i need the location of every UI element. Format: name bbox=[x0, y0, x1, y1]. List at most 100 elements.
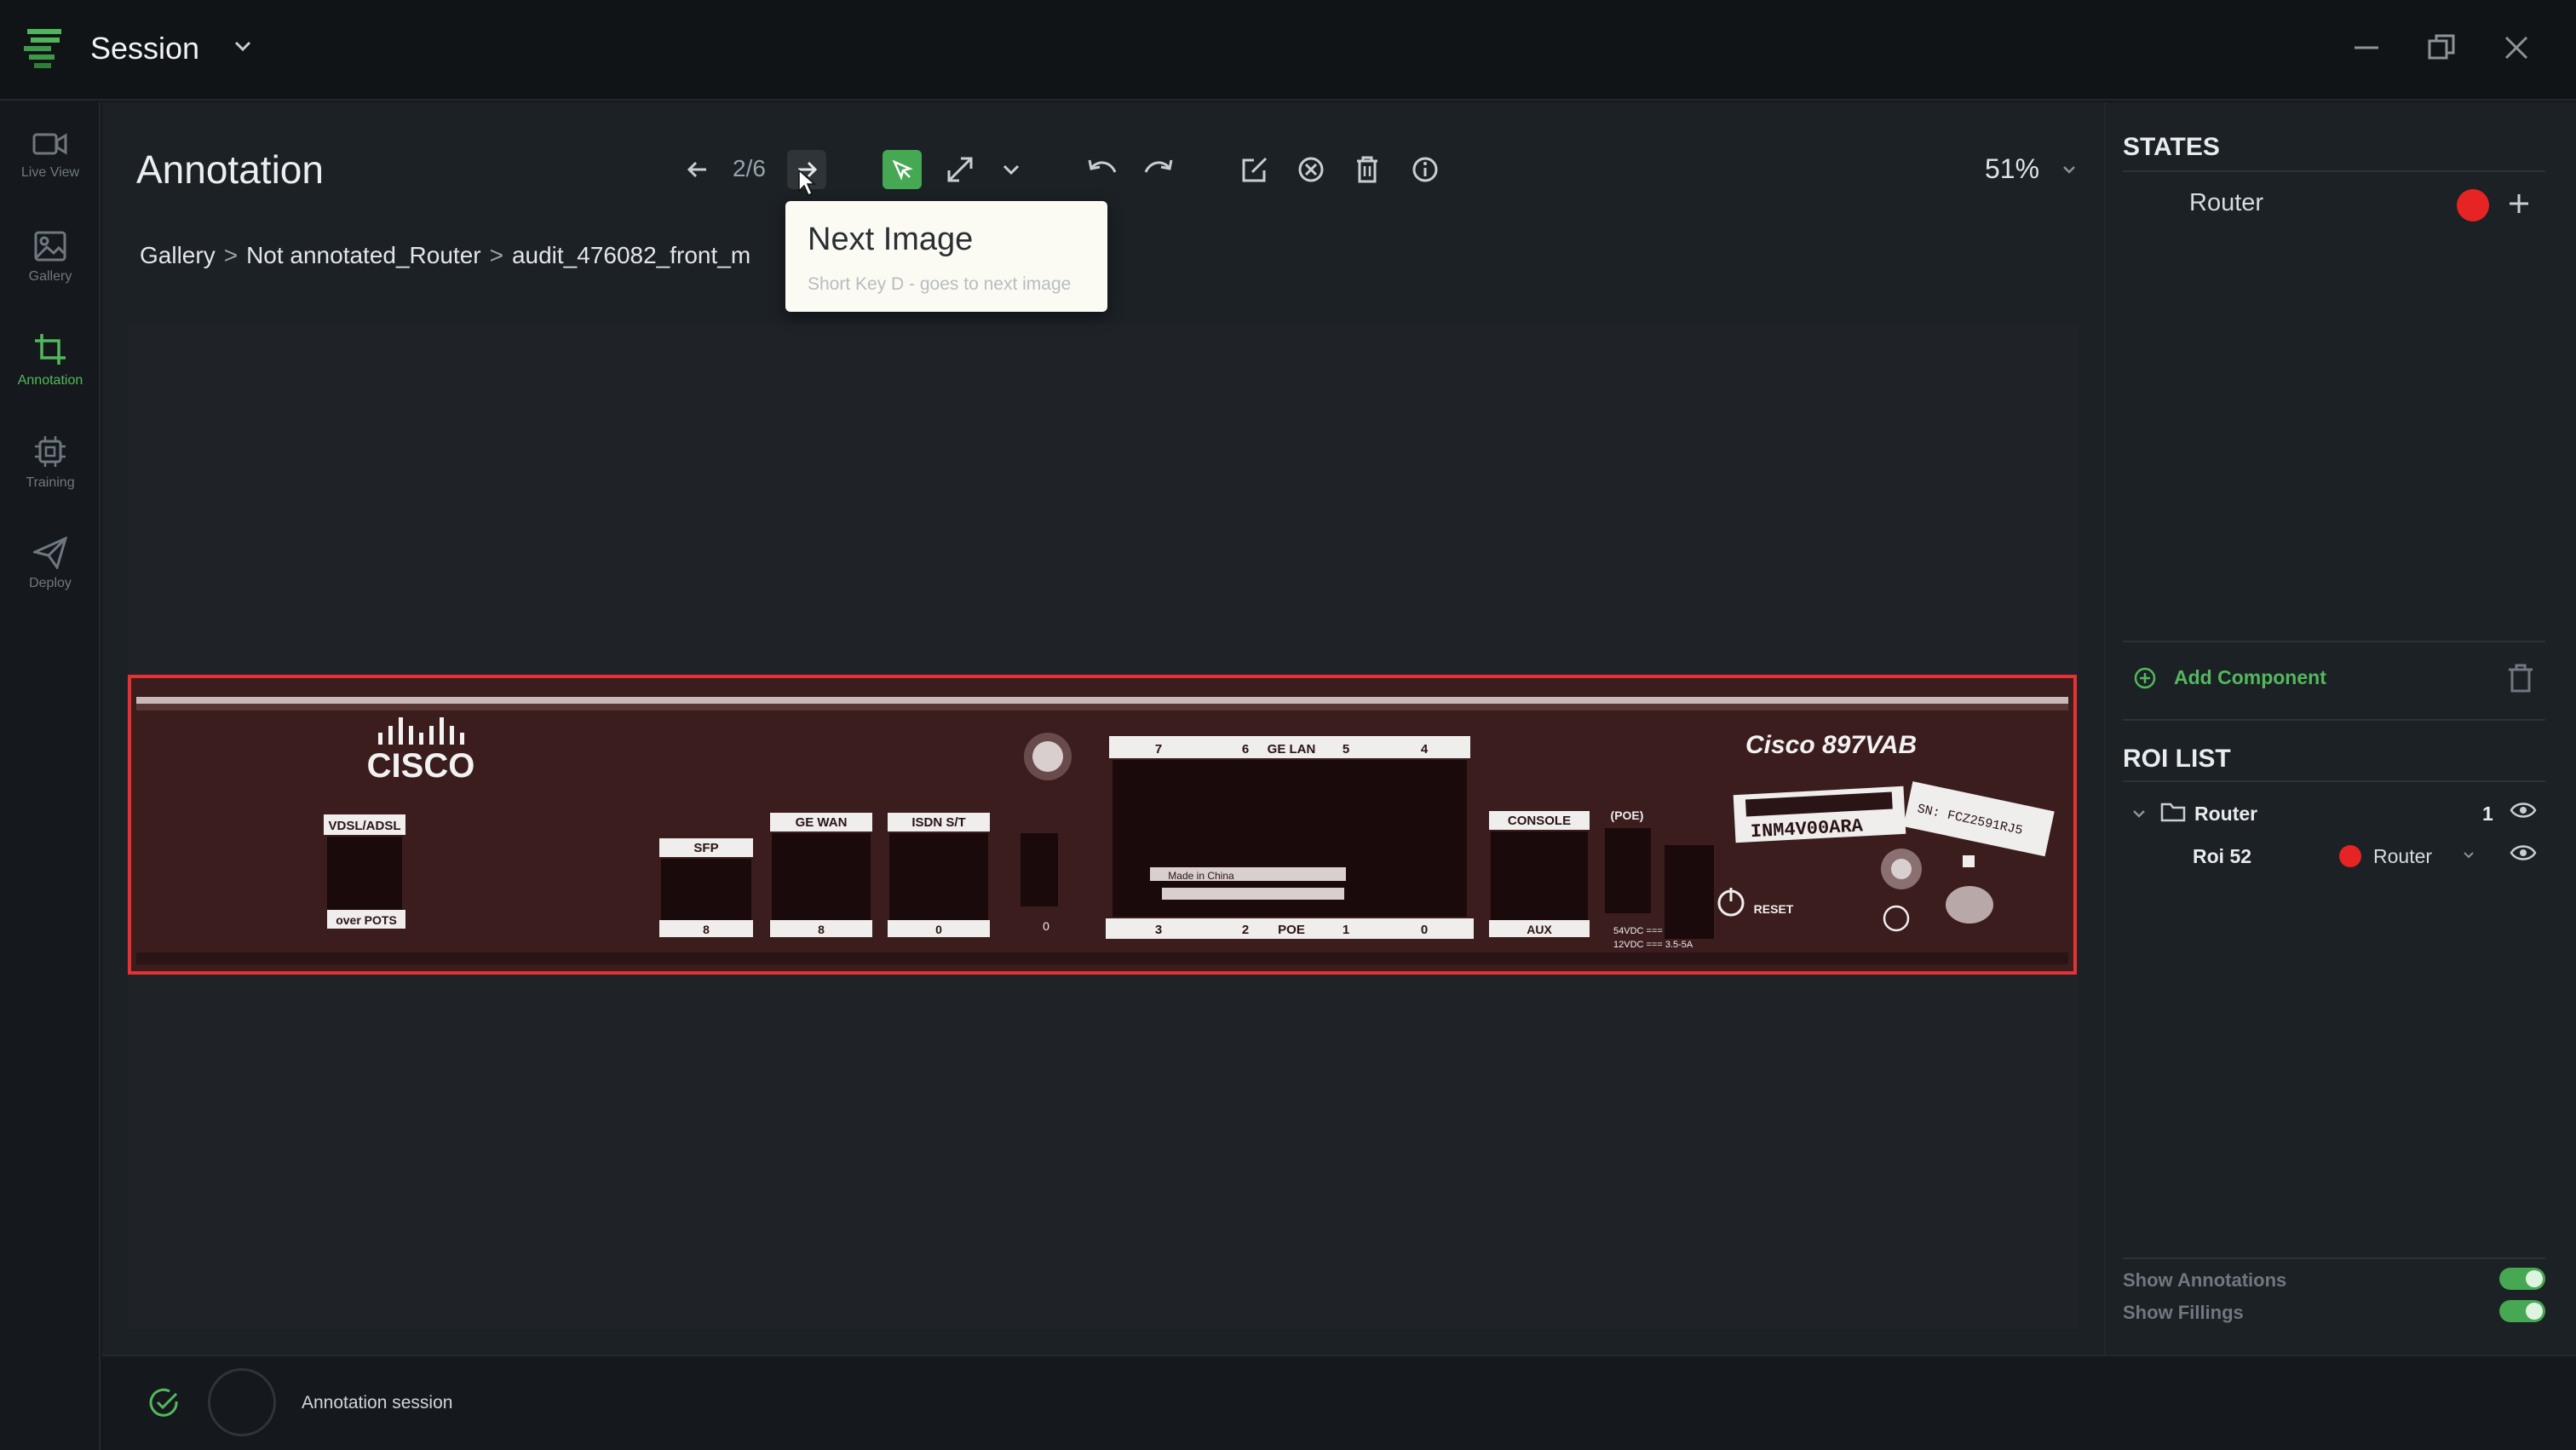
arrow-left-icon bbox=[687, 161, 706, 178]
delete-button[interactable] bbox=[1348, 150, 1387, 189]
undo-button[interactable] bbox=[1082, 150, 1121, 189]
trash-icon[interactable] bbox=[2506, 663, 2535, 693]
close-icon[interactable] bbox=[2501, 32, 2532, 63]
video-camera-icon bbox=[32, 133, 67, 155]
eye-icon[interactable] bbox=[2510, 843, 2537, 862]
lan-top-6: 6 bbox=[1242, 742, 1249, 757]
cursor-select-icon bbox=[892, 159, 913, 181]
edit-icon bbox=[1242, 157, 1268, 182]
reset-label: RESET bbox=[1754, 902, 1794, 916]
check-circle-icon bbox=[149, 1388, 178, 1417]
breadcrumb-separator: > bbox=[223, 242, 239, 268]
roi-bounding-box[interactable]: CISCO Cisco 897VAB VDSL/ADSL over POTS S… bbox=[128, 675, 2077, 975]
chip-icon bbox=[35, 436, 66, 467]
plus-circle-icon[interactable] bbox=[2133, 666, 2157, 690]
sidebar-item-annotation[interactable]: Annotation bbox=[0, 332, 101, 417]
minimize-icon[interactable] bbox=[2351, 32, 2382, 63]
over-pots-label: over POTS bbox=[336, 913, 397, 927]
sidebar-item-deploy[interactable]: Deploy bbox=[0, 537, 101, 622]
chevron-down-icon[interactable] bbox=[2131, 808, 2147, 820]
made-in-label: Made in China bbox=[1168, 870, 1234, 882]
clear-button[interactable] bbox=[1291, 150, 1331, 189]
info-button[interactable] bbox=[1406, 150, 1445, 189]
lan-bottom-2: 2 bbox=[1242, 923, 1249, 937]
model-text: Cisco 897VAB bbox=[1745, 731, 1917, 759]
folder-icon bbox=[2160, 803, 2186, 822]
sidebar-item-gallery[interactable]: Gallery bbox=[0, 230, 101, 315]
chevron-down-icon[interactable] bbox=[2462, 850, 2475, 860]
show-annotations-label: Show Annotations bbox=[2123, 1269, 2287, 1291]
edit-button[interactable] bbox=[1235, 150, 1274, 189]
roi-item-label[interactable]: Roi 52 bbox=[2193, 845, 2252, 867]
eye-icon[interactable] bbox=[2510, 801, 2537, 820]
mouse-cursor-icon bbox=[798, 169, 816, 197]
roi-group-count: 1 bbox=[2482, 803, 2493, 825]
plus-icon[interactable] bbox=[2504, 189, 2533, 218]
tooltip-title: Next Image bbox=[808, 222, 974, 257]
tool-options-dropdown[interactable] bbox=[992, 150, 1031, 189]
roi-state-select[interactable]: Router bbox=[2373, 845, 2433, 867]
sfp-number: 8 bbox=[703, 923, 710, 936]
divider bbox=[2123, 641, 2545, 642]
lan-bottom-0: 0 bbox=[1421, 923, 1428, 937]
divider bbox=[2123, 170, 2545, 172]
power-rating-2: 12VDC === 3.5-5A bbox=[1613, 940, 1693, 950]
loading-spinner bbox=[208, 1368, 276, 1436]
state-label-router[interactable]: Router bbox=[2189, 189, 2264, 216]
sidebar: Live View Gallery Annotation Traini bbox=[0, 102, 101, 1450]
sidebar-item-label: Deploy bbox=[29, 576, 72, 590]
divider bbox=[2123, 1257, 2545, 1259]
sfp-label: SFP bbox=[693, 841, 718, 855]
lan-top-5: 5 bbox=[1343, 742, 1349, 757]
app-logo-icon bbox=[24, 29, 61, 68]
info-icon bbox=[1412, 157, 1438, 182]
zoom-level[interactable]: 51% bbox=[1985, 153, 2040, 184]
image-icon bbox=[34, 231, 66, 262]
trash-icon bbox=[1357, 156, 1377, 183]
session-title[interactable]: Session bbox=[90, 31, 200, 66]
barcode-icon bbox=[1745, 791, 1893, 817]
roi-group-label[interactable]: Router bbox=[2194, 803, 2258, 825]
sidebar-item-label: Annotation bbox=[17, 373, 83, 388]
arrow-right-icon bbox=[798, 161, 818, 178]
lan-bottom-1: 1 bbox=[1343, 923, 1349, 937]
breadcrumb-separator: > bbox=[489, 242, 503, 268]
restore-window-icon[interactable] bbox=[2426, 32, 2457, 63]
show-annotations-toggle[interactable] bbox=[2499, 1268, 2545, 1290]
add-component-button[interactable]: Add Component bbox=[2174, 666, 2326, 688]
expand-icon bbox=[947, 157, 973, 182]
show-fillings-toggle[interactable] bbox=[2499, 1300, 2545, 1322]
undo-icon bbox=[1088, 159, 1117, 173]
brand-text: CISCO bbox=[367, 747, 475, 785]
sidebar-item-training[interactable]: Training bbox=[0, 434, 101, 520]
page-counter: 2/6 bbox=[733, 155, 766, 181]
sidebar-item-label: Gallery bbox=[28, 269, 72, 284]
state-color-swatch[interactable] bbox=[2457, 189, 2489, 222]
vdsl-label: VDSL/ADSL bbox=[328, 819, 400, 833]
sidebar-item-label: Training bbox=[26, 475, 75, 490]
isdn-label: ISDN S/T bbox=[911, 815, 965, 830]
lan-bottom-3: 3 bbox=[1155, 923, 1162, 937]
states-heading: STATES bbox=[2123, 133, 2220, 161]
console-label: CONSOLE bbox=[1508, 814, 1571, 828]
chevron-down-icon[interactable] bbox=[233, 39, 252, 53]
breadcrumb-gallery[interactable]: Gallery bbox=[140, 242, 216, 268]
select-tool-button[interactable] bbox=[883, 150, 922, 189]
chevron-down-icon[interactable] bbox=[2061, 164, 2077, 175]
tooltip-description: Short Key D - goes to next image bbox=[808, 274, 1072, 294]
previous-image-button[interactable] bbox=[678, 150, 717, 189]
gewan-label: GE WAN bbox=[796, 815, 848, 830]
crop-icon bbox=[35, 334, 66, 365]
roi-state-color bbox=[2339, 845, 2361, 867]
sidebar-item-live-view[interactable]: Live View bbox=[0, 129, 101, 215]
aux-label: AUX bbox=[1527, 923, 1552, 936]
breadcrumb-folder[interactable]: Not annotated_Router bbox=[246, 242, 481, 268]
expand-tool-button[interactable] bbox=[940, 150, 980, 189]
redo-button[interactable] bbox=[1140, 150, 1179, 189]
breadcrumb: Gallery>Not annotated_Router>audit_47608… bbox=[140, 242, 787, 269]
gelan-label: GE LAN bbox=[1268, 742, 1316, 757]
poe-label: (POE) bbox=[1611, 808, 1644, 822]
right-panel bbox=[2104, 102, 2576, 1355]
page-title: Annotation bbox=[136, 147, 324, 192]
roi-list-heading: ROI LIST bbox=[2123, 745, 2231, 773]
